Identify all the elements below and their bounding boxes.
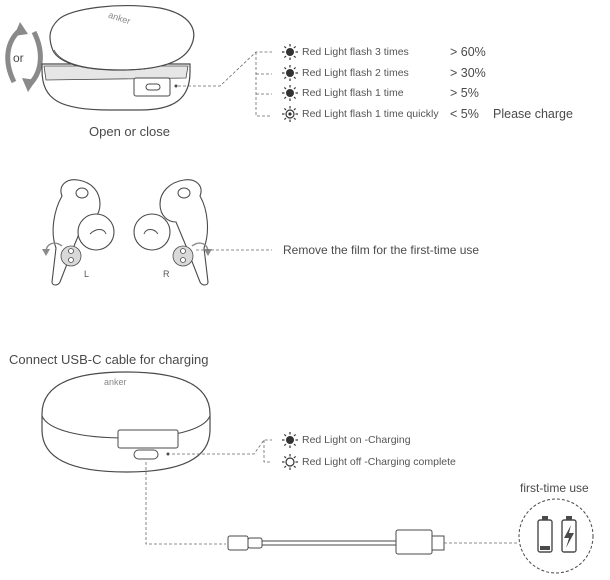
right-earbud-illustration (133, 179, 212, 286)
light-off-icon (282, 454, 298, 470)
light-flash-icon (282, 85, 298, 101)
battery-charging-icon (561, 516, 577, 553)
indicator-text-1: Red Light flash 3 times (302, 46, 409, 58)
open-close-caption: Open or close (89, 124, 170, 139)
indicator-level-4: < 5% (450, 107, 479, 121)
charging-state-on: Red Light on -Charging (302, 434, 411, 446)
light-on-icon (282, 432, 298, 448)
open-close-arrows (5, 22, 43, 92)
left-earbud-label: L (84, 269, 90, 279)
indicator-text-2: Red Light flash 2 times (302, 67, 409, 79)
indicator-leader-line (178, 51, 272, 117)
light-flash-icon (282, 65, 298, 81)
indicator-level-2: > 30% (450, 66, 486, 80)
indicator-text-3: Red Light flash 1 time (302, 87, 404, 99)
first-time-charge-badge (518, 498, 594, 574)
case-brand-logo: anker (104, 377, 127, 387)
charging-title: Connect USB-C cable for charging (9, 352, 209, 367)
charging-case-closed-illustration (41, 371, 211, 473)
battery-empty-icon (537, 516, 553, 553)
cable-guide-line (145, 462, 226, 545)
charging-state-off: Red Light off -Charging complete (302, 456, 456, 468)
right-earbud-label: R (163, 269, 170, 279)
film-instruction: Remove the film for the first-time use (283, 243, 480, 257)
charging-case-open-illustration (41, 5, 195, 111)
indicator-level-3: > 5% (450, 86, 479, 100)
light-flash-icon (282, 44, 298, 60)
first-time-use-label: first-time use (520, 481, 589, 495)
light-quick-flash-icon (282, 106, 298, 122)
indicator-level-1: > 60% (450, 45, 486, 59)
indicator-text-4: Red Light flash 1 time quickly (302, 108, 439, 120)
charging-state-leader-line (172, 439, 272, 463)
indicator-note-4: Please charge (493, 107, 573, 121)
left-earbud-illustration (42, 179, 115, 286)
or-label: or (13, 51, 24, 65)
usb-c-cable-illustration (227, 529, 445, 555)
